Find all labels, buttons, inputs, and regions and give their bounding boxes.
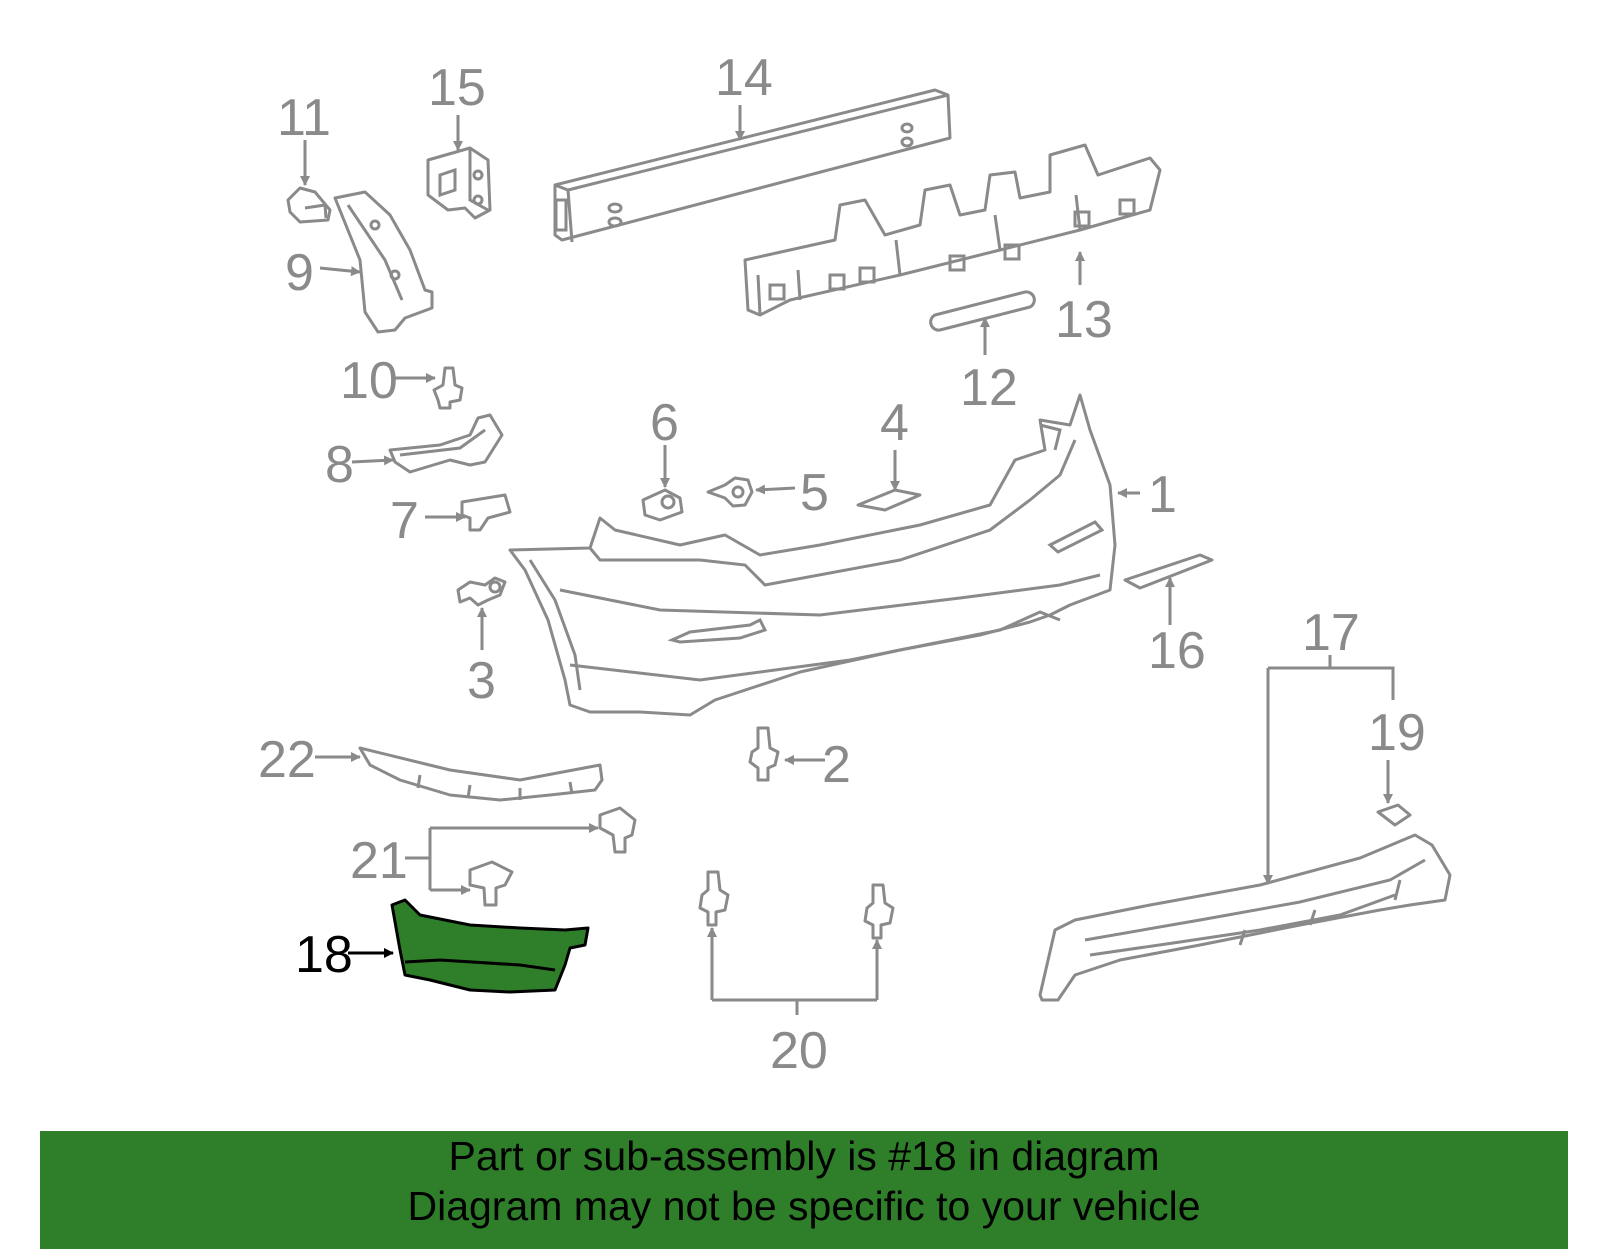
callout-9: 9 <box>285 244 314 302</box>
part-19-clip[interactable] <box>1376 803 1412 827</box>
info-banner: Part or sub-assembly is #18 in diagram D… <box>40 1131 1568 1249</box>
part-10-clip[interactable] <box>432 366 464 410</box>
banner-line-1: Part or sub-assembly is #18 in diagram <box>448 1133 1160 1179</box>
callout-16: 16 <box>1148 622 1206 680</box>
callout-12: 12 <box>960 359 1018 417</box>
part-17-diffuser[interactable] <box>1038 833 1452 1002</box>
callout-14: 14 <box>715 49 773 107</box>
callout-20: 20 <box>770 1022 828 1080</box>
part-16-strip[interactable] <box>1123 553 1214 590</box>
banner-line-2: Diagram may not be specific to your vehi… <box>407 1183 1201 1229</box>
part-5-flange-nut[interactable] <box>706 476 754 508</box>
part-14-reinforcement[interactable] <box>553 88 952 243</box>
part-21-bracket-a[interactable] <box>598 806 637 854</box>
callout-13: 13 <box>1055 291 1113 349</box>
callout-18: 18 <box>295 926 353 984</box>
part-1-bumper-cover[interactable] <box>508 393 1117 717</box>
part-9-side-bracket[interactable] <box>333 190 434 334</box>
part-20-clip-b[interactable] <box>863 883 895 940</box>
callout-15: 15 <box>428 59 486 117</box>
part-20-clip-a[interactable] <box>698 870 730 927</box>
callout-11: 11 <box>277 89 331 147</box>
callout-1: 1 <box>1148 466 1177 524</box>
callout-19: 19 <box>1368 704 1426 762</box>
part-12-rod[interactable] <box>929 290 1036 332</box>
part-21-bracket-b[interactable] <box>468 860 514 907</box>
callout-6: 6 <box>650 394 679 452</box>
callout-8: 8 <box>325 436 354 494</box>
part-18-highlighted[interactable] <box>390 898 590 994</box>
callout-21: 21 <box>350 832 408 890</box>
part-3-retainer[interactable] <box>456 576 507 607</box>
part-11-nut[interactable] <box>286 186 332 224</box>
part-2-clip[interactable] <box>748 726 780 782</box>
callout-10: 10 <box>340 352 398 410</box>
part-13-energy-absorber[interactable] <box>743 143 1162 317</box>
part-8-bracket[interactable] <box>388 413 504 474</box>
callout-17: 17 <box>1302 604 1360 662</box>
callout-22: 22 <box>258 731 316 789</box>
callout-7: 7 <box>390 492 419 550</box>
part-7-small-bracket[interactable] <box>460 493 512 532</box>
parts-diagram: 14 13 12 15 11 9 <box>258 49 1452 1080</box>
part-15-bracket[interactable] <box>426 146 492 220</box>
part-22-molding[interactable] <box>358 746 604 802</box>
callout-5: 5 <box>800 464 829 522</box>
callout-2: 2 <box>822 736 851 794</box>
part-4-pad[interactable] <box>856 488 922 512</box>
callout-4: 4 <box>880 394 909 452</box>
part-6-grommet[interactable] <box>641 488 684 522</box>
callout-3: 3 <box>467 652 496 710</box>
